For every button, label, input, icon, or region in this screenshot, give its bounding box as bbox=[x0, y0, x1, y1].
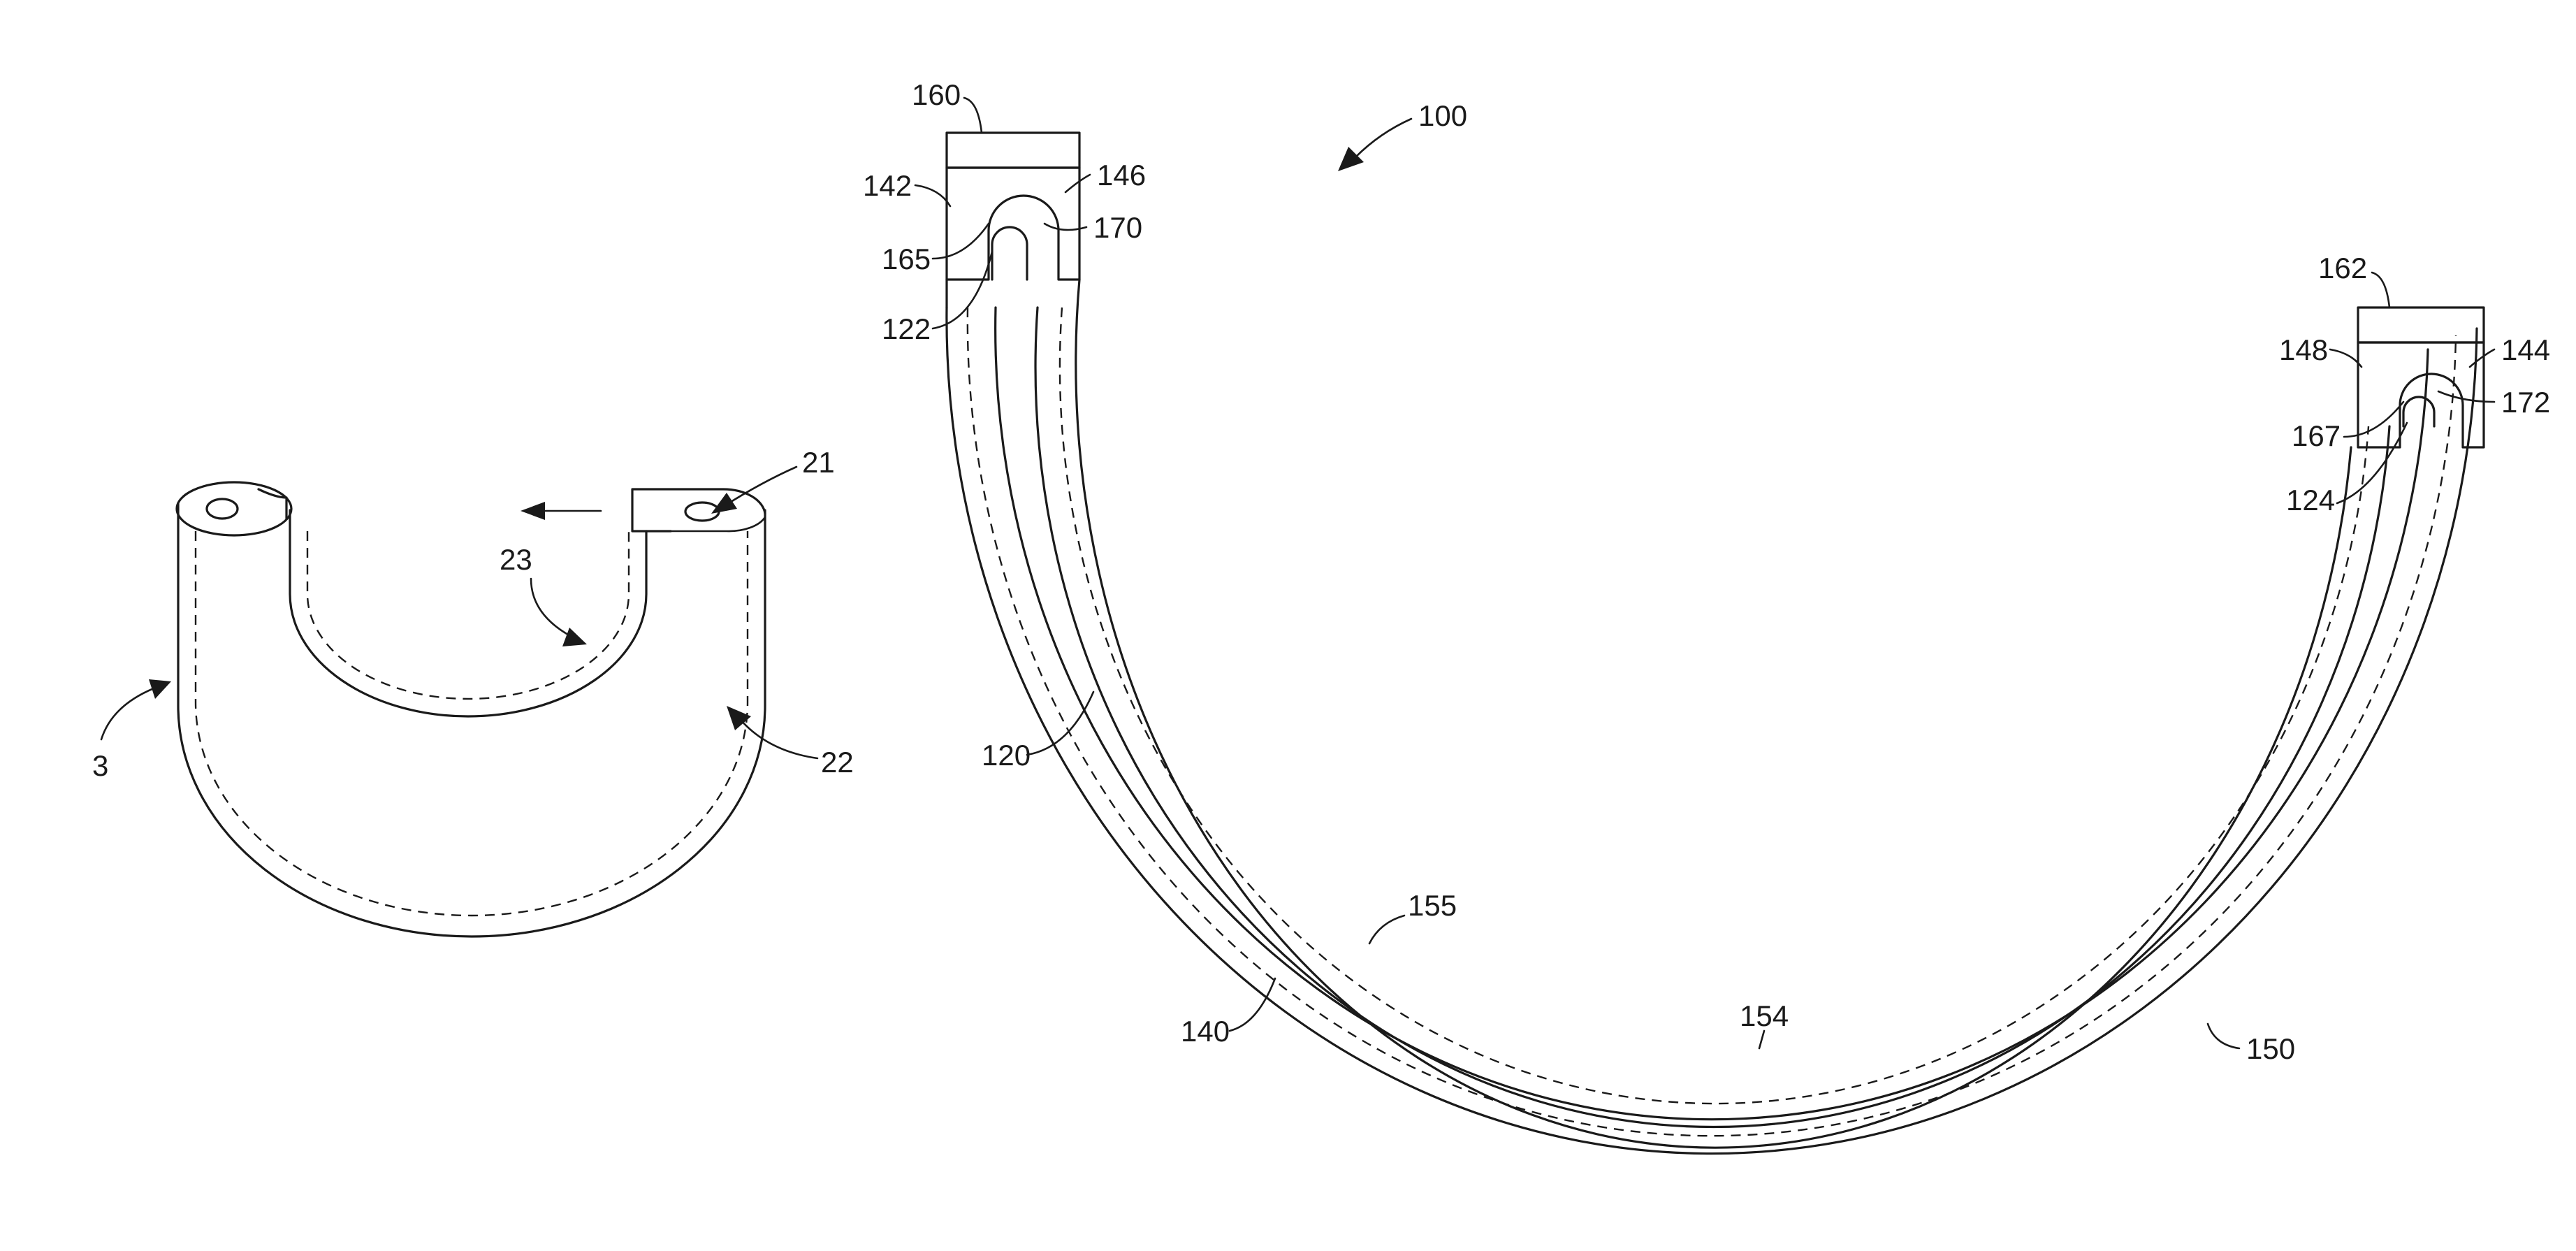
label-167: 167 bbox=[2292, 419, 2341, 452]
leader-122 bbox=[933, 252, 992, 328]
leader-22 bbox=[741, 720, 817, 758]
label-165: 165 bbox=[882, 243, 931, 275]
large-figure-leaders bbox=[915, 98, 2494, 1048]
label-22: 22 bbox=[821, 746, 854, 779]
cap-162-block bbox=[2358, 308, 2484, 342]
label-142: 142 bbox=[863, 169, 912, 202]
leader-150 bbox=[2208, 1024, 2239, 1048]
direction-arrow-head bbox=[521, 502, 545, 520]
label-160: 160 bbox=[912, 78, 961, 111]
small-tube-left-end bbox=[177, 482, 291, 535]
label-124: 124 bbox=[2286, 484, 2335, 516]
leader-144 bbox=[2470, 349, 2494, 367]
label-170: 170 bbox=[1093, 211, 1142, 244]
left-end-cap bbox=[947, 133, 1079, 308]
leader-21-head bbox=[711, 493, 737, 514]
label-144: 144 bbox=[2501, 333, 2550, 366]
leader-146 bbox=[1065, 175, 1090, 192]
small-tube-left-bore bbox=[207, 499, 238, 519]
arc-mid-edge-inner bbox=[1035, 308, 2389, 1127]
label-120: 120 bbox=[982, 739, 1031, 772]
leader-160 bbox=[964, 98, 982, 133]
small-tube-dashed-line bbox=[196, 531, 748, 916]
leader-124 bbox=[2337, 423, 2407, 503]
bore-122 bbox=[992, 227, 1027, 280]
leader-100 bbox=[1355, 119, 1411, 157]
large-arc-figure bbox=[947, 280, 2477, 1154]
small-figure-arrows bbox=[101, 467, 817, 758]
label-140: 140 bbox=[1181, 1015, 1230, 1048]
small-tube-inner-edge bbox=[290, 510, 646, 716]
leader-23 bbox=[531, 579, 573, 637]
small-tube-slit bbox=[632, 517, 765, 531]
arc-outer-dashed bbox=[968, 308, 2456, 1136]
leader-155 bbox=[1369, 916, 1404, 943]
cap-142-block bbox=[947, 168, 1079, 280]
leader-167 bbox=[2344, 402, 2403, 437]
label-148: 148 bbox=[2279, 333, 2328, 366]
small-tube-figure bbox=[177, 482, 765, 937]
small-tube-outer-edge bbox=[178, 503, 765, 937]
label-172: 172 bbox=[2501, 386, 2550, 419]
label-154: 154 bbox=[1740, 999, 1789, 1032]
leader-100-head bbox=[1338, 147, 1364, 171]
label-23: 23 bbox=[500, 543, 532, 576]
label-100: 100 bbox=[1418, 99, 1467, 132]
leader-165 bbox=[933, 224, 989, 259]
leader-fig3-head bbox=[149, 679, 171, 699]
label-122: 122 bbox=[882, 312, 931, 345]
label-150: 150 bbox=[2246, 1032, 2295, 1065]
small-tube-dashed-inner bbox=[307, 531, 629, 699]
cap-148-block bbox=[2358, 342, 2484, 447]
arc-inner-edge bbox=[1076, 280, 2351, 1148]
leader-162 bbox=[2372, 273, 2389, 308]
arc-outer-edge bbox=[947, 308, 2477, 1154]
small-tube-right-end bbox=[632, 489, 765, 531]
leader-fig3 bbox=[101, 688, 154, 739]
leader-21 bbox=[723, 467, 796, 507]
bore-124 bbox=[2403, 397, 2434, 426]
label-146: 146 bbox=[1097, 159, 1146, 191]
label-155: 155 bbox=[1408, 889, 1457, 922]
leader-23-head bbox=[562, 628, 587, 646]
leader-120 bbox=[1027, 692, 1093, 755]
leader-172 bbox=[2438, 391, 2494, 402]
cap-160-block bbox=[947, 133, 1079, 168]
leader-142 bbox=[915, 185, 950, 206]
label-21: 21 bbox=[802, 446, 835, 479]
arc-mid-edge-outer bbox=[996, 308, 2428, 1120]
label-162: 162 bbox=[2318, 252, 2367, 284]
leader-148 bbox=[2330, 349, 2362, 367]
label-fig3: 3 bbox=[92, 749, 108, 782]
leader-154 bbox=[1759, 1031, 1764, 1048]
